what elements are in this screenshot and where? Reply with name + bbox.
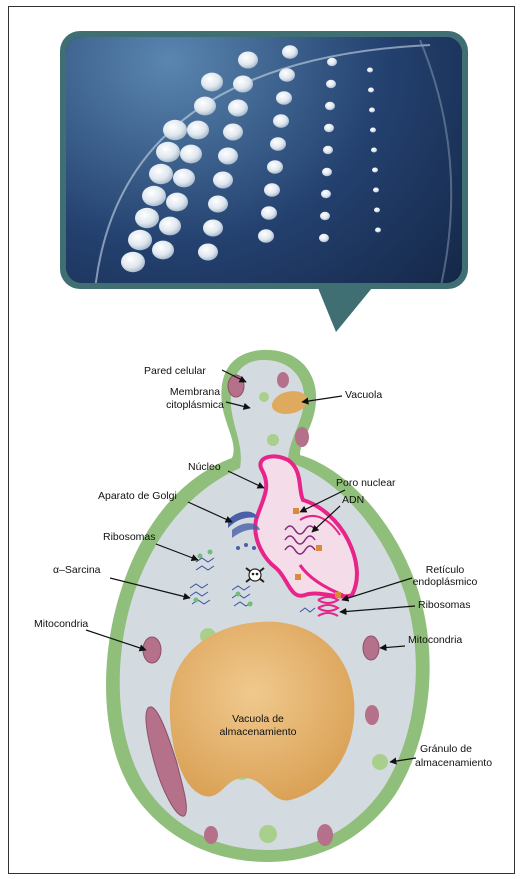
colony bbox=[159, 217, 181, 236]
label-mito-left: Mitocondria bbox=[34, 618, 88, 630]
colony bbox=[198, 244, 218, 261]
label-membrana-1: Membrana bbox=[170, 386, 220, 398]
label-vacuola-alm-1: Vacuola de bbox=[232, 713, 284, 725]
colony bbox=[267, 160, 283, 174]
colony bbox=[258, 229, 274, 243]
colony bbox=[213, 172, 233, 189]
colony bbox=[152, 241, 174, 260]
colony bbox=[218, 148, 238, 165]
colony bbox=[270, 137, 286, 151]
colony bbox=[319, 234, 329, 243]
mitochondrion bbox=[365, 705, 379, 725]
storage-vacuole bbox=[170, 622, 355, 801]
colony bbox=[121, 252, 145, 272]
storage-granule bbox=[267, 434, 279, 446]
colony bbox=[273, 114, 289, 128]
mitochondrion bbox=[363, 636, 379, 660]
colony bbox=[374, 207, 380, 212]
skull-crossbones-icon bbox=[246, 568, 264, 582]
colony bbox=[201, 73, 223, 92]
colony bbox=[163, 120, 187, 140]
colony bbox=[279, 68, 295, 82]
colony bbox=[142, 186, 166, 206]
mitochondrion bbox=[317, 824, 333, 846]
label-granulo-2: almacenamiento bbox=[415, 757, 492, 769]
label-reticulo-1: Retículo bbox=[426, 564, 465, 576]
colony bbox=[223, 124, 243, 141]
colony bbox=[180, 145, 202, 164]
colony bbox=[282, 45, 298, 59]
label-ribosomas-right: Ribosomas bbox=[418, 599, 471, 611]
colony bbox=[166, 193, 188, 212]
colony bbox=[264, 183, 280, 197]
mitochondrion bbox=[277, 372, 289, 388]
colony bbox=[369, 107, 375, 112]
colony bbox=[371, 147, 377, 152]
mitochondrion bbox=[228, 375, 244, 397]
colony bbox=[372, 167, 378, 172]
colony bbox=[187, 121, 209, 140]
colony bbox=[156, 142, 180, 162]
colony bbox=[323, 146, 333, 155]
colony bbox=[194, 97, 216, 116]
colony bbox=[203, 220, 223, 237]
label-sarcina: α–Sarcina bbox=[53, 564, 101, 576]
colony bbox=[261, 206, 277, 220]
label-golgi: Aparato de Golgi bbox=[98, 490, 177, 502]
label-vacuola: Vacuola bbox=[345, 389, 382, 401]
colony bbox=[326, 80, 336, 89]
colony bbox=[321, 190, 331, 199]
colony bbox=[276, 91, 292, 105]
yeast-cell bbox=[106, 350, 430, 862]
storage-granule bbox=[372, 754, 388, 770]
colony bbox=[322, 168, 332, 177]
colony bbox=[208, 196, 228, 213]
label-ribosomas-left: Ribosomas bbox=[103, 531, 156, 543]
colony bbox=[228, 100, 248, 117]
colony bbox=[128, 230, 152, 250]
mitochondrion bbox=[295, 427, 309, 447]
label-granulo-1: Gránulo de bbox=[420, 743, 472, 755]
label-poro-nuclear: Poro nuclear bbox=[336, 477, 396, 489]
storage-granule bbox=[259, 392, 269, 402]
colony bbox=[135, 208, 159, 228]
colony bbox=[149, 164, 173, 184]
colony bbox=[238, 52, 258, 69]
mitochondrion bbox=[204, 826, 218, 844]
colony bbox=[327, 58, 337, 67]
colony bbox=[233, 76, 253, 93]
label-pared-celular: Pared celular bbox=[144, 365, 206, 377]
colony bbox=[370, 127, 376, 132]
colony bbox=[325, 102, 335, 111]
label-nucleo: Núcleo bbox=[188, 461, 221, 473]
petri-dish-photo bbox=[0, 0, 520, 360]
label-reticulo-2: endoplásmico bbox=[413, 576, 478, 588]
label-adn: ADN bbox=[342, 494, 364, 506]
colony bbox=[173, 169, 195, 188]
colony bbox=[373, 187, 379, 192]
colony bbox=[375, 227, 381, 232]
colony bbox=[324, 124, 334, 133]
label-membrana-2: citoplásmica bbox=[166, 399, 224, 411]
storage-granule bbox=[259, 825, 277, 843]
label-vacuola-alm-2: almacenamiento bbox=[219, 726, 296, 738]
colony bbox=[367, 67, 373, 72]
colony bbox=[320, 212, 330, 221]
colony bbox=[368, 87, 374, 92]
label-mito-right: Mitocondria bbox=[408, 634, 462, 646]
